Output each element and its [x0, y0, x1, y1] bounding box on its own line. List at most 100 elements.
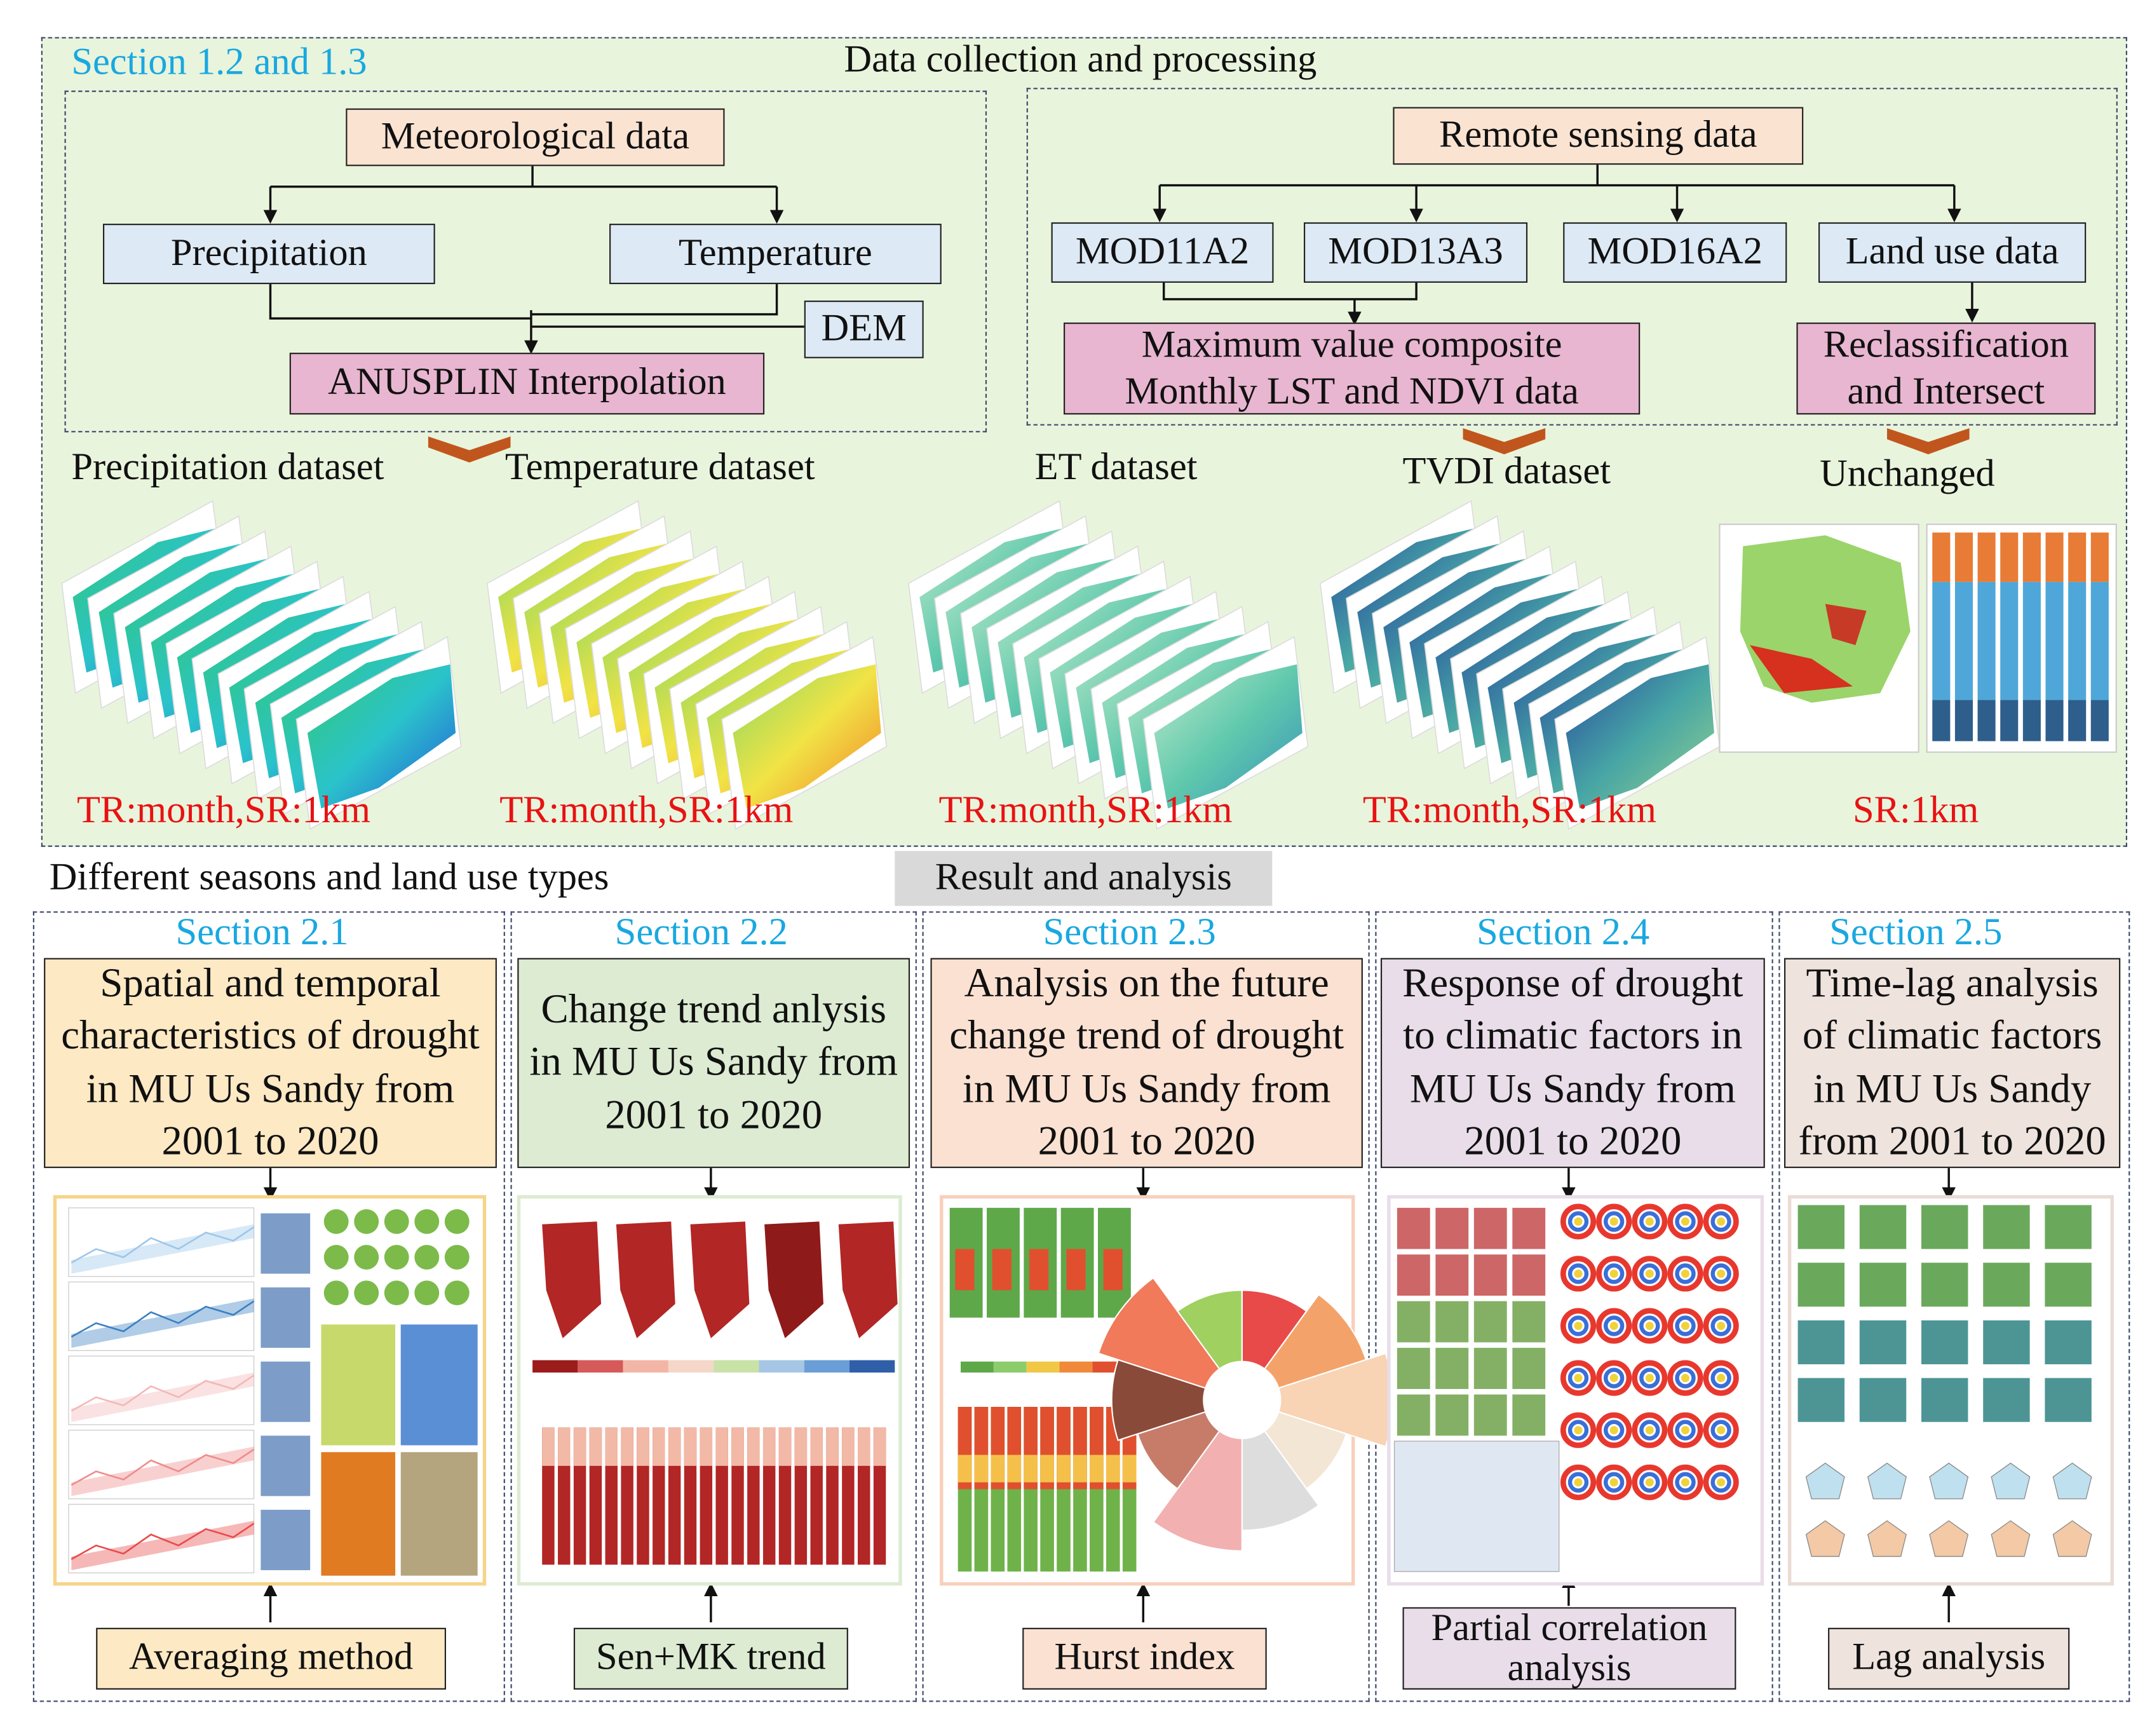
- trend-line: [71, 1522, 255, 1560]
- lag-map: [1859, 1263, 1907, 1307]
- section-2-4-title-l2: to climatic factors in: [1403, 1013, 1743, 1059]
- correlation-ring: [1675, 1472, 1696, 1493]
- legend-swatch: [961, 1361, 994, 1373]
- stacked-bar: [1024, 1455, 1038, 1482]
- section-2-2-title: Change trend anlysis in MU Us Sandy from…: [517, 958, 910, 1169]
- rose-segment: [1241, 1289, 1308, 1370]
- stacked-bar: [1040, 1455, 1054, 1482]
- section-2-5-tag: Section 2.5: [1829, 911, 2003, 954]
- trend-band: [71, 1298, 254, 1348]
- stacked-bar: [668, 1427, 681, 1466]
- stacked-bar: [1122, 1455, 1137, 1482]
- correlation-core: [1609, 1322, 1618, 1331]
- legend-swatch: [668, 1360, 714, 1373]
- section-2-3-title-l2: change trend of drought: [949, 1013, 1344, 1059]
- section-2-5-title: Time-lag analysis of climatic factors in…: [1784, 958, 2121, 1169]
- meteorological-data-box: Meteorological data: [346, 108, 725, 166]
- stacked-bar: [794, 1427, 808, 1466]
- legend-swatch: [1059, 1361, 1093, 1373]
- anusplin-box: ANUSPLIN Interpolation: [289, 353, 765, 415]
- response-map: [1435, 1394, 1469, 1436]
- correlation-ring: [1560, 1204, 1597, 1240]
- section-2-3-panel: [922, 911, 1370, 1702]
- map-shape: [1154, 664, 1303, 809]
- response-map: [1435, 1348, 1469, 1389]
- correlation-ring: [1632, 1464, 1668, 1500]
- correlation-core: [1574, 1270, 1583, 1278]
- radar-chart: [1991, 1462, 2031, 1500]
- correlation-ring: [1639, 1472, 1660, 1493]
- radar-chart: [2052, 1520, 2092, 1557]
- lag-map: [2045, 1205, 2092, 1249]
- lag-map: [1859, 1378, 1907, 1422]
- correlation-core: [1574, 1426, 1583, 1435]
- radar-chart: [1805, 1520, 1845, 1557]
- response-map: [1512, 1301, 1546, 1343]
- land-use-bar-segment: [1954, 532, 1973, 582]
- correlation-core: [1717, 1217, 1726, 1226]
- correlation-ring: [1603, 1420, 1625, 1441]
- section-2-4-title-l4: 2001 to 2020: [1464, 1118, 1682, 1164]
- land-use-bar-segment: [2022, 532, 2041, 582]
- mini-map: [261, 1510, 311, 1571]
- max-composite-line1: Maximum value composite: [1141, 323, 1562, 367]
- correlation-ring: [1710, 1472, 1731, 1493]
- stacked-bar: [842, 1427, 855, 1466]
- section-2-5-title-l1: Time-lag analysis: [1806, 960, 2099, 1006]
- correlation-ring: [1639, 1315, 1660, 1336]
- correlation-ring: [1675, 1367, 1696, 1388]
- correlation-ring: [1596, 1308, 1632, 1344]
- map-shape: [1566, 664, 1714, 809]
- correlation-ring: [1603, 1367, 1625, 1388]
- stacked-bar: [731, 1427, 744, 1466]
- radar-chart: [1929, 1520, 1969, 1557]
- section-2-2-title-l2: in MU Us Sandy from: [529, 1039, 898, 1085]
- trend-map: [690, 1221, 750, 1338]
- method-2-4-line1: Partial correlation: [1431, 1606, 1708, 1650]
- spatial-map: [321, 1452, 396, 1576]
- correlation-ring: [1632, 1412, 1668, 1448]
- section-2-5-title-l3: in MU Us Sandy: [1813, 1066, 2092, 1111]
- correlation-ring: [1632, 1256, 1668, 1292]
- response-map: [1473, 1394, 1507, 1436]
- lag-map: [1983, 1205, 2030, 1249]
- hurst-map-patch: [955, 1249, 975, 1291]
- correlation-core: [1574, 1374, 1583, 1383]
- land-use-bar-segment: [2068, 532, 2087, 582]
- et-dataset-label: ET dataset: [1034, 446, 1198, 489]
- trend-line: [71, 1300, 255, 1338]
- rose-segment: [1111, 1359, 1207, 1441]
- trend-band: [71, 1446, 254, 1496]
- rose-segment: [1241, 1430, 1320, 1531]
- hurst-map-patch: [992, 1249, 1012, 1291]
- legend-swatch: [993, 1361, 1027, 1373]
- stacked-bar: [810, 1427, 823, 1466]
- land-use-bar-segment: [1954, 581, 1973, 700]
- land-use-bar-segment: [2045, 700, 2064, 742]
- correlation-core: [1574, 1322, 1583, 1331]
- correlation-core: [1645, 1270, 1654, 1278]
- land-use-bar-segment: [1954, 700, 1973, 742]
- section-2-5-title-l2: of climatic factors: [1802, 1013, 2102, 1059]
- section-2-2-panel: [510, 911, 917, 1702]
- correlation-core: [1574, 1478, 1583, 1487]
- stacked-bar: [715, 1427, 728, 1466]
- correlation-ring: [1560, 1360, 1597, 1396]
- spatial-map: [400, 1324, 478, 1446]
- land-use-bar-segment: [1977, 532, 1996, 582]
- correlation-core: [1681, 1322, 1689, 1331]
- correlation-ring: [1639, 1420, 1660, 1441]
- season-map: [414, 1245, 440, 1270]
- legend-swatch: [759, 1360, 804, 1373]
- response-map: [1512, 1394, 1546, 1436]
- reclassification-line1: Reclassification: [1823, 323, 2069, 367]
- section-2-1-title-l1: Spatial and temporal: [100, 960, 441, 1006]
- correlation-ring: [1560, 1464, 1597, 1500]
- max-composite-line2: Monthly LST and NDVI data: [1125, 370, 1579, 413]
- mini-map: [261, 1287, 311, 1348]
- correlation-ring: [1596, 1412, 1632, 1448]
- temperature-map-stack: [486, 500, 888, 831]
- max-composite-box: Maximum value composite Monthly LST and …: [1064, 322, 1641, 415]
- unchanged-label: Unchanged: [1820, 452, 1995, 496]
- lag-map: [1983, 1320, 2030, 1365]
